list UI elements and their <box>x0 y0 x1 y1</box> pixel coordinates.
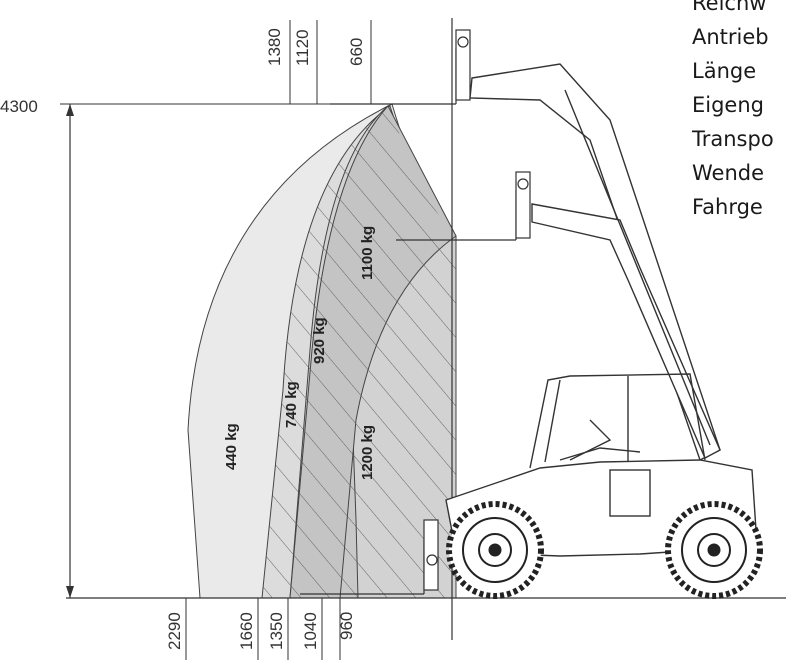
dim-height-label: 4300 <box>0 97 38 116</box>
zone-hatch <box>262 106 456 598</box>
dim-top-1120: 1120 <box>293 29 312 66</box>
spec-item: Eigeng <box>692 93 764 117</box>
front-wheel <box>446 501 544 599</box>
arrow-down-icon <box>66 586 74 598</box>
load-label-740: 740 kg <box>283 381 300 428</box>
dim-bottom-960: 960 <box>337 612 356 640</box>
spec-item: Fahrge <box>692 195 763 219</box>
dim-bottom-1040: 1040 <box>301 612 320 650</box>
spec-list: Reichw Antrieb Länge Eigeng Transpo Wend… <box>692 0 774 224</box>
load-label-1200: 1200 kg <box>359 425 376 480</box>
fork-mid <box>396 171 531 241</box>
spec-item: Reichw <box>692 0 767 15</box>
dim-bottom-1350: 1350 <box>267 612 286 650</box>
dim-top-1380: 1380 <box>265 28 284 66</box>
rear-wheel <box>665 501 763 599</box>
load-label-440: 440 kg <box>223 423 240 470</box>
fork-bottom <box>300 519 439 595</box>
spec-item: Transpo <box>692 127 774 151</box>
spec-item: Antrieb <box>692 25 769 49</box>
spec-item: Wende <box>692 161 765 185</box>
fork-top <box>330 29 471 105</box>
dim-bottom-2290: 2290 <box>165 612 184 650</box>
telescopic-boom <box>469 63 721 461</box>
dim-bottom-1660: 1660 <box>237 612 256 650</box>
dim-top-660: 660 <box>347 38 366 66</box>
load-label-920: 920 kg <box>311 317 328 364</box>
load-label-1100: 1100 kg <box>359 226 376 280</box>
spec-item: Länge <box>692 59 757 83</box>
arrow-up-icon <box>66 104 74 116</box>
